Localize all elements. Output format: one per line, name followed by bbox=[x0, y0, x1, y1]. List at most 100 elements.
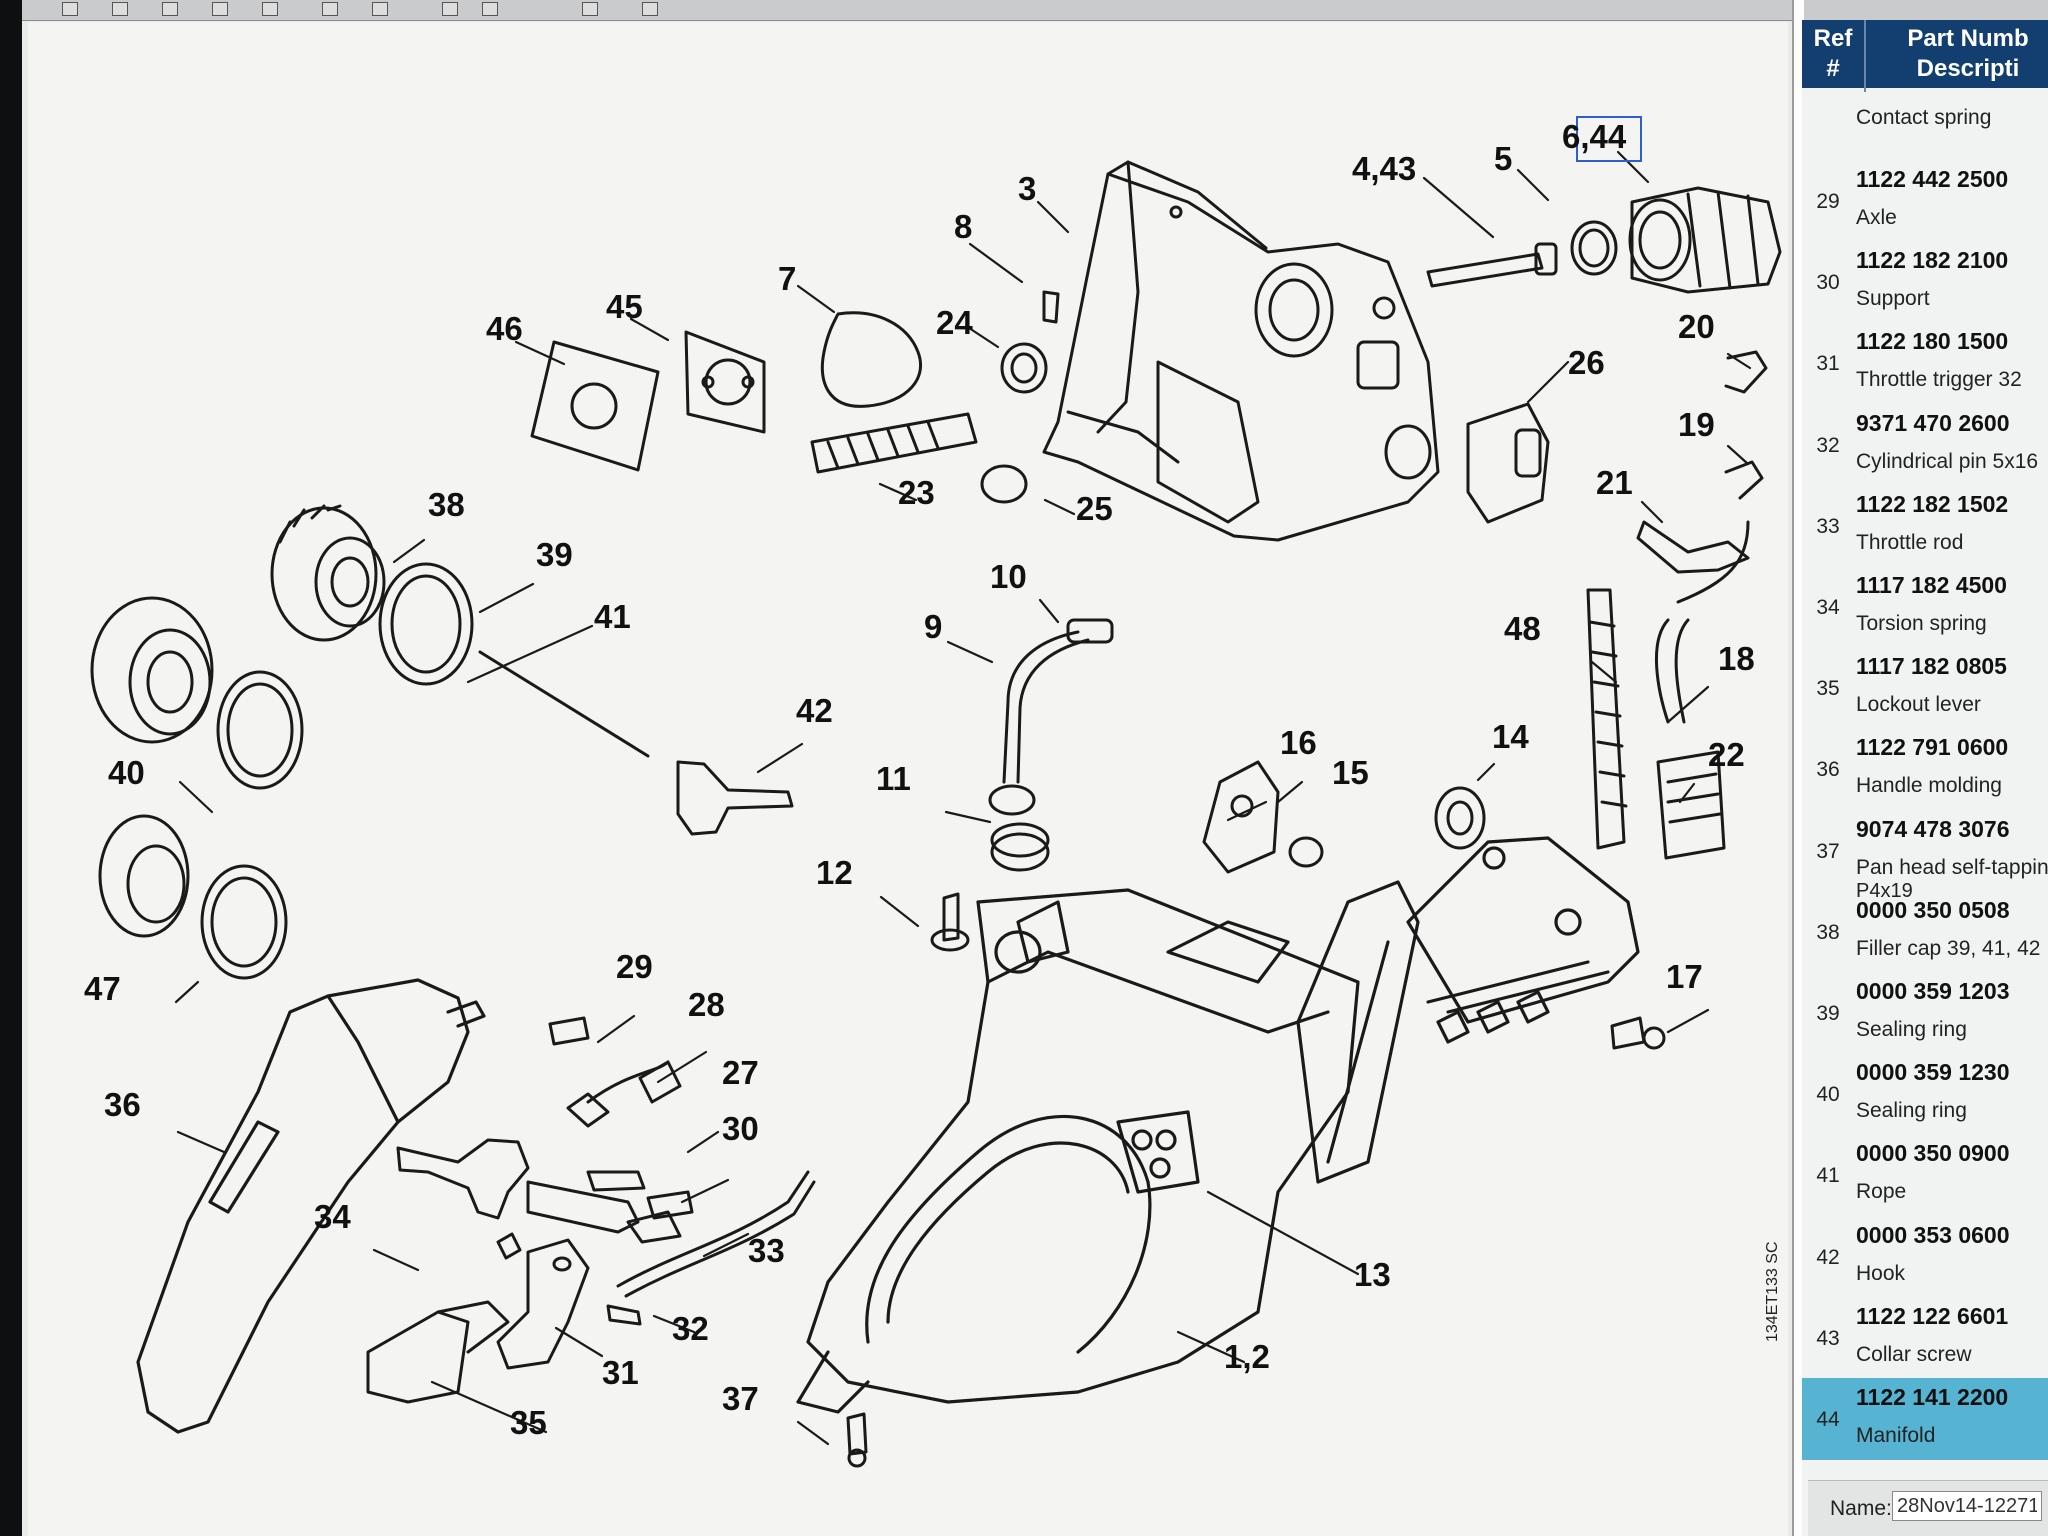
crankcase-part bbox=[1042, 160, 1440, 542]
row-ref: 41 bbox=[1816, 1164, 1840, 1188]
column-header-part-number[interactable]: Part Numb Descripti bbox=[1868, 20, 2048, 92]
callout-36[interactable]: 36 bbox=[104, 1086, 141, 1123]
callout-17[interactable]: 17 bbox=[1666, 958, 1703, 995]
callout-7[interactable]: 7 bbox=[778, 260, 797, 297]
callout-12[interactable]: 12 bbox=[816, 854, 853, 891]
callout-11[interactable]: 11 bbox=[876, 760, 911, 797]
callout-38[interactable]: 38 bbox=[428, 486, 465, 523]
row-ref: 34 bbox=[1816, 596, 1840, 619]
parts-diagram[interactable]: 3 4,43 5 6,44 8 7 24 45 46 26 20 19 21 2… bbox=[28, 22, 1788, 1536]
callout-13[interactable]: 13 bbox=[1354, 1256, 1391, 1293]
callout-6-44[interactable]: 6,44 bbox=[1562, 118, 1627, 155]
callout-25[interactable]: 25 bbox=[1076, 490, 1113, 527]
callout-29[interactable]: 29 bbox=[616, 948, 653, 985]
row-description: Pan head self-tapping bbox=[1856, 855, 2048, 879]
callout-8[interactable]: 8 bbox=[954, 208, 973, 245]
callout-40[interactable]: 40 bbox=[108, 754, 145, 791]
callout-1-2[interactable]: 1,2 bbox=[1224, 1338, 1270, 1375]
row-description: Manifold bbox=[1856, 1424, 1936, 1447]
name-field[interactable] bbox=[1892, 1491, 2042, 1521]
row-ref: 42 bbox=[1816, 1245, 1840, 1269]
panel-divider[interactable] bbox=[1792, 0, 1804, 1536]
callout-48[interactable]: 48 bbox=[1504, 610, 1541, 647]
callout-32[interactable]: 32 bbox=[672, 1310, 709, 1347]
header-desc-line1: Part Numb bbox=[1907, 25, 2029, 52]
callout-20[interactable]: 20 bbox=[1678, 308, 1715, 345]
handle-housing bbox=[796, 836, 1640, 1414]
row-part-number: 1122 442 2500 bbox=[1856, 166, 2009, 192]
table-header: Ref # Part Numb Descripti bbox=[1802, 20, 2048, 92]
callout-19[interactable]: 19 bbox=[1678, 406, 1715, 443]
callout-30[interactable]: 30 bbox=[722, 1110, 759, 1147]
callout-3[interactable]: 3 bbox=[1018, 170, 1037, 207]
callout-4-43[interactable]: 4,43 bbox=[1352, 150, 1417, 187]
callout-28[interactable]: 28 bbox=[688, 986, 725, 1023]
toolbar-icon[interactable] bbox=[372, 2, 388, 16]
row-part-number: 9074 478 3076 bbox=[1856, 815, 2010, 842]
oil-hose bbox=[988, 618, 1114, 872]
toolbar-icon[interactable] bbox=[442, 2, 458, 16]
callout-37[interactable]: 37 bbox=[722, 1380, 759, 1417]
drawing-code: 134ET133 SC bbox=[1764, 1241, 1781, 1342]
callout-5[interactable]: 5 bbox=[1494, 140, 1513, 177]
row-part-number: 1122 791 0600 bbox=[1856, 734, 2009, 761]
callout-27[interactable]: 27 bbox=[722, 1054, 759, 1091]
toolbar-icon[interactable] bbox=[62, 2, 78, 16]
callout-35[interactable]: 35 bbox=[510, 1404, 547, 1441]
callout-47[interactable]: 47 bbox=[84, 970, 121, 1007]
toolbar-icon[interactable] bbox=[482, 2, 498, 16]
callout-26[interactable]: 26 bbox=[1568, 344, 1605, 381]
callout-31[interactable]: 31 bbox=[602, 1354, 639, 1391]
callout-9[interactable]: 9 bbox=[924, 608, 943, 645]
callout-23[interactable]: 23 bbox=[898, 474, 935, 511]
callout-10[interactable]: 10 bbox=[990, 558, 1027, 595]
callout-42[interactable]: 42 bbox=[796, 692, 833, 729]
toolbar-icon[interactable] bbox=[162, 2, 178, 16]
toolbar-icon[interactable] bbox=[582, 2, 598, 16]
row-part-number: 1122 182 2100 bbox=[1856, 247, 2009, 274]
callout-15[interactable]: 15 bbox=[1332, 754, 1369, 791]
handle-molding bbox=[136, 978, 486, 1434]
toolbar-icon[interactable] bbox=[212, 2, 228, 16]
toolbar-icon[interactable] bbox=[262, 2, 278, 16]
callout-24[interactable]: 24 bbox=[936, 304, 973, 341]
callout-46[interactable]: 46 bbox=[486, 310, 523, 347]
selection-box bbox=[1576, 116, 1642, 162]
row-ref: 30 bbox=[1816, 271, 1840, 295]
callout-21[interactable]: 21 bbox=[1596, 464, 1633, 501]
toolbar-icon[interactable] bbox=[642, 2, 658, 16]
row-description: Rope bbox=[1856, 1180, 1907, 1204]
callout-22[interactable]: 22 bbox=[1708, 736, 1745, 773]
callout-45[interactable]: 45 bbox=[606, 288, 643, 325]
toolbar-icon[interactable] bbox=[322, 2, 338, 16]
callout-18[interactable]: 18 bbox=[1718, 640, 1755, 677]
tank-caps bbox=[90, 504, 794, 980]
toolbar-icon[interactable] bbox=[112, 2, 128, 16]
callout-16[interactable]: 16 bbox=[1280, 724, 1317, 761]
callout-39[interactable]: 39 bbox=[536, 536, 573, 573]
column-header-ref[interactable]: Ref # bbox=[1802, 20, 1866, 92]
callout-41[interactable]: 41 bbox=[594, 598, 631, 635]
callout-14[interactable]: 14 bbox=[1492, 718, 1529, 755]
callout-33[interactable]: 33 bbox=[748, 1232, 785, 1269]
row-part-number: 0000 353 0600 bbox=[1856, 1221, 2010, 1248]
header-ref-line1: Ref bbox=[1813, 25, 1853, 52]
row-ref: 36 bbox=[1816, 758, 1840, 782]
callout-34[interactable]: 34 bbox=[314, 1198, 351, 1235]
